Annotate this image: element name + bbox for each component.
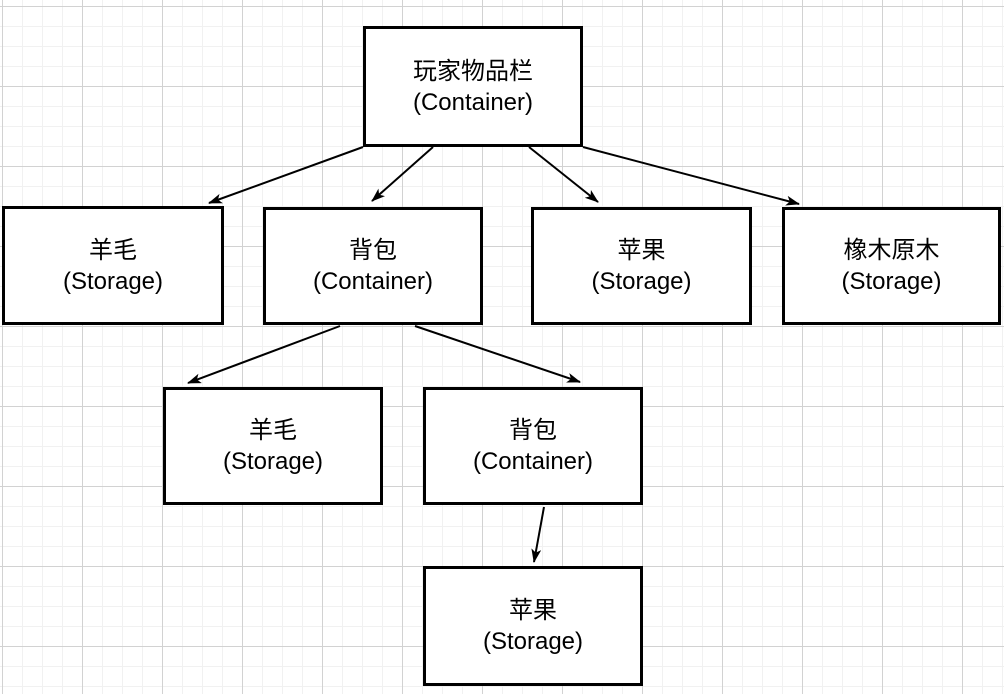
node-type: (Storage) — [591, 268, 692, 295]
node-type: (Storage) — [62, 267, 164, 295]
node-backpack-2[interactable]: 背包 (Container) — [423, 387, 643, 505]
edge-backpack-1-to-backpack-2[interactable] — [414, 325, 581, 383]
edge-backpack-2-to-apple-2[interactable] — [531, 506, 545, 563]
node-oak-log[interactable]: 橡木原木 (Storage) — [782, 207, 1001, 325]
node-wool-1[interactable]: 羊毛 (Storage) — [2, 206, 224, 325]
node-player-inventory[interactable]: 玩家物品栏 (Container) — [363, 26, 583, 147]
node-label: 苹果 — [617, 237, 666, 264]
edge-player-inventory-to-backpack-1[interactable] — [371, 146, 434, 202]
node-backpack-1[interactable]: 背包 (Container) — [263, 207, 483, 325]
node-label: 背包 — [509, 417, 557, 444]
node-type: (Container) — [472, 448, 594, 475]
node-type: (Container) — [412, 88, 534, 116]
edge-player-inventory-to-oak-log[interactable] — [582, 146, 800, 206]
edge-player-inventory-to-apple-1[interactable] — [528, 146, 599, 203]
node-label: 苹果 — [509, 597, 557, 624]
node-label: 玩家物品栏 — [413, 57, 533, 85]
node-type: (Container) — [312, 268, 434, 295]
node-type: (Storage) — [841, 268, 942, 295]
node-label: 背包 — [349, 237, 397, 264]
node-type: (Storage) — [482, 628, 584, 655]
node-label: 羊毛 — [249, 417, 297, 444]
edge-backpack-1-to-wool-2[interactable] — [187, 325, 341, 384]
node-apple-1[interactable]: 苹果 (Storage) — [531, 207, 752, 325]
node-type: (Storage) — [222, 448, 324, 475]
node-label: 橡木原木 — [843, 237, 940, 264]
node-wool-2[interactable]: 羊毛 (Storage) — [163, 387, 383, 505]
node-apple-2[interactable]: 苹果 (Storage) — [423, 566, 643, 686]
node-label: 羊毛 — [89, 236, 137, 264]
edge-player-inventory-to-wool-1[interactable] — [208, 146, 364, 204]
